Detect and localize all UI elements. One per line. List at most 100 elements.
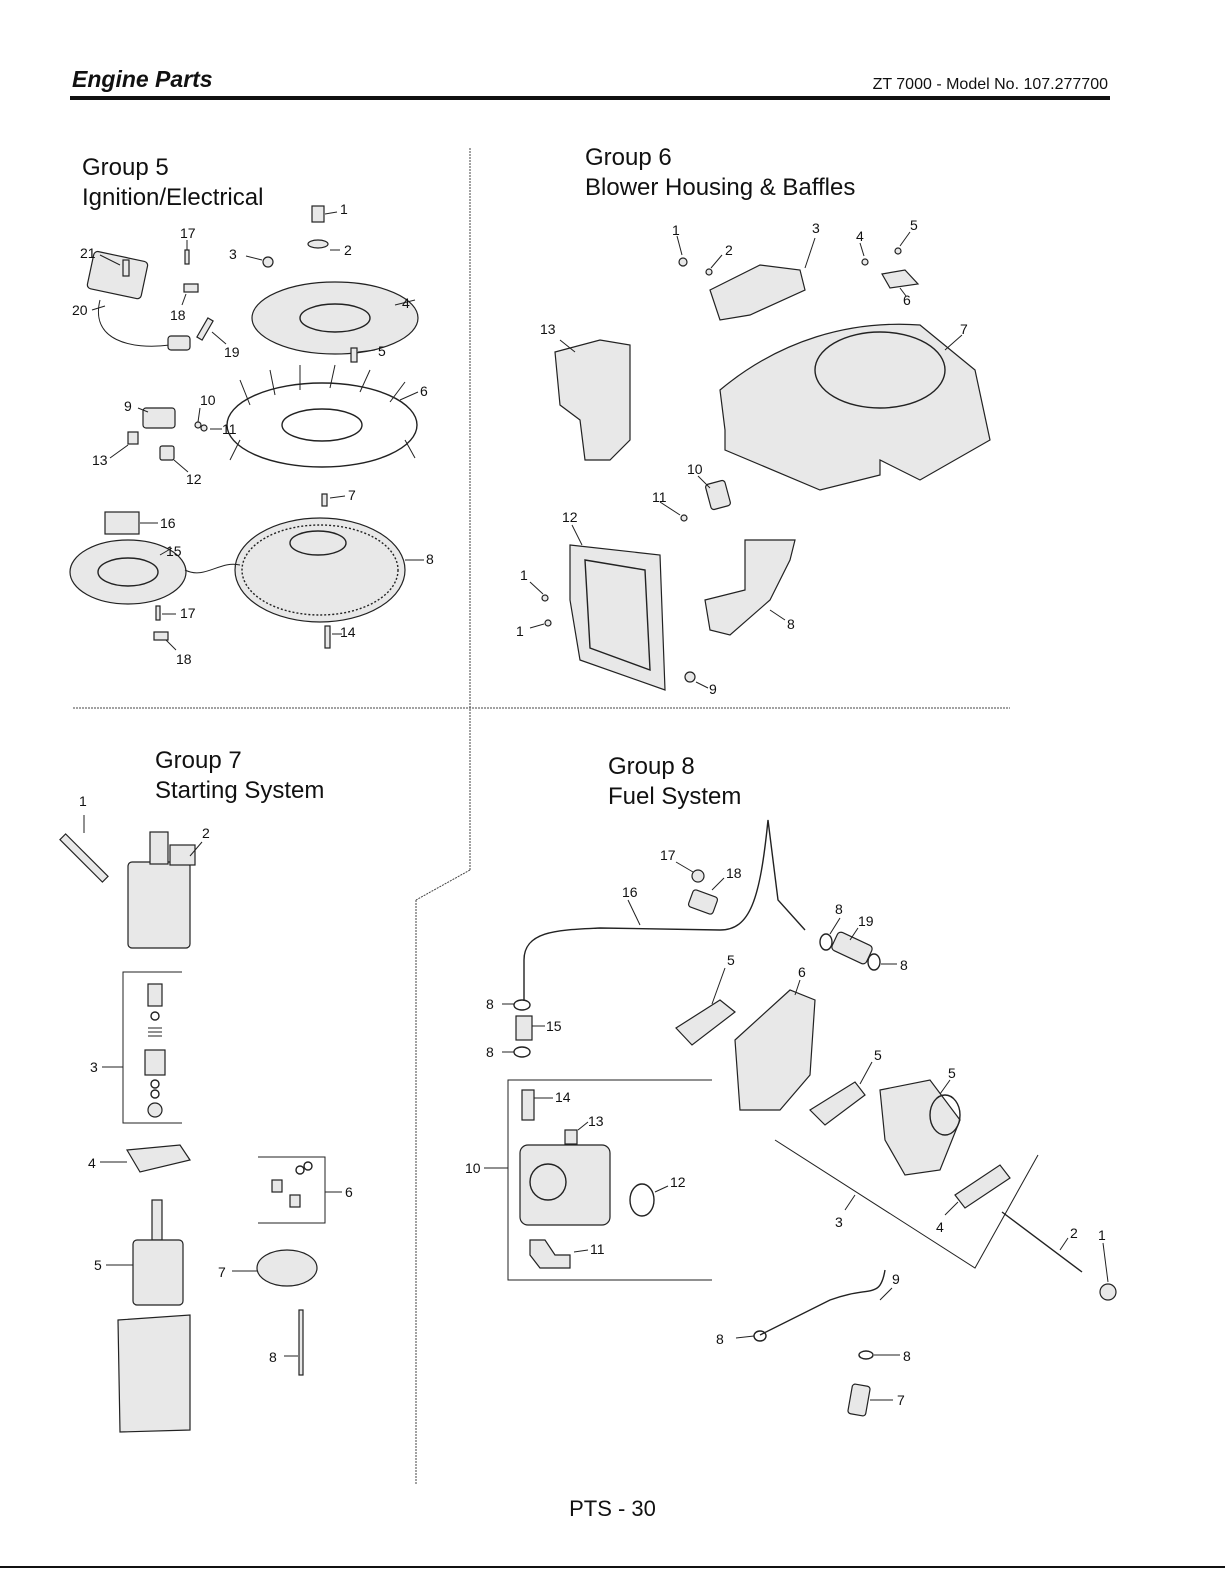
- clamp-8-c: [513, 999, 531, 1011]
- g6-callout-1-mid: 1: [520, 567, 528, 583]
- flywheel-ring-gear: [241, 524, 399, 616]
- screw-21: [122, 259, 130, 277]
- blower-housing-opening: [814, 331, 946, 409]
- fuel-filter-7: [847, 1383, 871, 1417]
- group-7-title: Group 7 Starting System: [155, 746, 324, 806]
- brush-spring-2: [303, 1161, 313, 1171]
- header-rule: [70, 96, 1110, 100]
- carburetor-group-bracket: [774, 1139, 1039, 1269]
- drive-ring-2: [150, 1089, 160, 1099]
- g8-callout-14: 14: [555, 1089, 571, 1105]
- group-7-drawing: [59, 831, 326, 1433]
- g5-callout-12: 12: [186, 471, 202, 487]
- g6-callout-13: 13: [540, 321, 556, 337]
- g5-callout-4: 4: [402, 295, 410, 311]
- g8-callout-8-e: 8: [716, 1331, 724, 1347]
- fuel-line-9: [759, 1269, 886, 1336]
- g8-callout-13: 13: [588, 1113, 604, 1129]
- hose-19: [831, 931, 873, 965]
- g7-callout-7: 7: [218, 1264, 226, 1280]
- group-5-drawing: [69, 205, 419, 649]
- screw-1-bottom: [544, 619, 552, 627]
- cooling-fan: [226, 382, 418, 468]
- g6-callout-1-top: 1: [672, 222, 680, 238]
- washer-10: [194, 421, 202, 429]
- drive-spring: [148, 1027, 162, 1037]
- g6-callout-6: 6: [903, 292, 911, 308]
- flywheel-screen: [251, 281, 419, 355]
- carburetor-3: [879, 1079, 961, 1176]
- g6-callout-5: 5: [910, 217, 918, 233]
- g6-callout-8: 8: [787, 616, 795, 632]
- g6-callout-9: 9: [709, 681, 717, 697]
- g8-callout-5-c: 5: [948, 1065, 956, 1081]
- armature-shaft: [151, 1199, 163, 1241]
- g6-callout-1-bottom: 1: [516, 623, 524, 639]
- screw-11: [680, 514, 688, 522]
- g8-callout-3: 3: [835, 1214, 843, 1230]
- g7-callout-4: 4: [88, 1155, 96, 1171]
- drive-washer: [150, 1079, 160, 1089]
- fuel-line-16: [523, 819, 806, 1000]
- g5-callout-18-bottom: 18: [176, 651, 192, 667]
- spark-plug-boot: [167, 335, 191, 351]
- g5-callout-5: 5: [378, 343, 386, 359]
- kill-switch: [142, 407, 176, 429]
- fuel-filter-15: [515, 1015, 533, 1041]
- through-bolt-8: [298, 1309, 304, 1376]
- group-7-name: Starting System: [155, 777, 325, 804]
- nut-1: [1099, 1283, 1117, 1301]
- g7-callout-6: 6: [345, 1184, 353, 1200]
- g8-callout-8-b: 8: [900, 957, 908, 973]
- stator: [69, 539, 187, 605]
- drive-pinion: [144, 1049, 166, 1076]
- g6-callout-10: 10: [687, 461, 703, 477]
- fitting-14: [521, 1089, 535, 1121]
- clamp-8-e: [753, 1330, 767, 1342]
- group-6-callouts: 1 1 1 2 3 4 5 6 7 8 9 10 11 12 13: [516, 217, 968, 697]
- g7-callout-1: 1: [79, 793, 87, 809]
- g6-callout-7: 7: [960, 321, 968, 337]
- bracket-6: [881, 269, 920, 289]
- clip-10: [705, 479, 731, 511]
- terminal-block: [104, 511, 140, 535]
- g5-callout-10: 10: [200, 392, 216, 408]
- cooling-fan-hub: [281, 408, 363, 442]
- baffle-13: [554, 339, 631, 461]
- group-8-name: Fuel System: [608, 783, 742, 810]
- g8-callout-8-f: 8: [903, 1348, 911, 1364]
- section-title: Engine Parts: [72, 66, 213, 92]
- group-5-title: Group 5 Ignition/Electrical: [82, 153, 263, 213]
- g8-callout-8-a: 8: [835, 901, 843, 917]
- g8-callout-16: 16: [622, 884, 638, 900]
- spark-plug: [196, 317, 214, 341]
- g8-callout-8-c: 8: [486, 996, 494, 1012]
- blower-housing: [719, 323, 991, 491]
- g5-callout-14: 14: [340, 624, 356, 640]
- group-7-number: Group 7: [155, 747, 242, 774]
- baffle-12-cutout: [584, 559, 651, 672]
- brush-1: [271, 1179, 283, 1193]
- clamp-18: [687, 889, 719, 915]
- g7-callout-5: 5: [94, 1257, 102, 1273]
- group-6-drawing: [541, 247, 991, 691]
- g8-callout-4: 4: [936, 1219, 944, 1235]
- g8-callout-19: 19: [858, 913, 874, 929]
- starter-solenoid: [169, 844, 196, 866]
- screw-17-bottom: [155, 605, 161, 621]
- gasket-5-a: [675, 999, 736, 1046]
- g5-callout-15: 15: [166, 543, 182, 559]
- g8-callout-7: 7: [897, 1392, 905, 1408]
- gasket-5-b: [809, 1081, 866, 1126]
- clip-18-bottom: [153, 631, 169, 641]
- g6-callout-2: 2: [725, 242, 733, 258]
- ignition-module: [86, 250, 149, 300]
- g6-callout-3: 3: [812, 220, 820, 236]
- gasket-4: [954, 1164, 1011, 1209]
- group-5-number: Group 5: [82, 154, 169, 181]
- footer-rule: [0, 1566, 1225, 1568]
- starter-motor: [127, 861, 191, 949]
- screw-17: [691, 869, 705, 883]
- g8-callout-15: 15: [546, 1018, 562, 1034]
- drive-sleeve: [147, 983, 163, 1007]
